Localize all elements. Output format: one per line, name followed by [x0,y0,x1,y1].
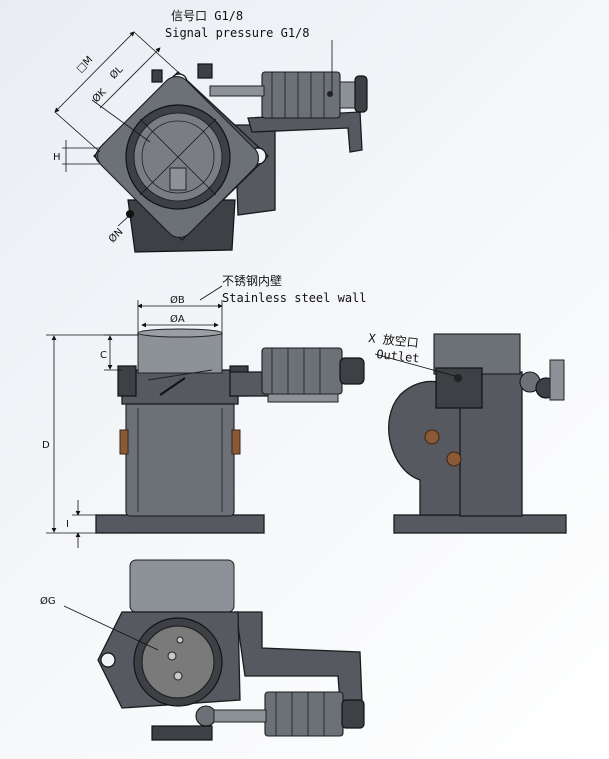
dim-i: I [66,519,69,530]
signal-label-cn: 信号口 G1/8 [171,9,243,23]
bottom-view-dimensions: ØG [40,595,159,651]
dim-dia-l: ØL [107,63,125,81]
dim-d: D [42,440,50,451]
top-view [93,63,368,253]
dim-dia-n: ØN [106,226,125,245]
side-view-dimensions [374,353,456,377]
dim-h: H [53,152,61,163]
front-view [95,328,365,534]
bottom-view [97,559,365,741]
front-view-dimensions: ØB ØA C D I [42,285,223,548]
dim-dia-b: ØB [170,294,185,306]
side-view [388,333,567,534]
outlet-label-cn: X 放空口 [368,330,420,350]
wall-label-cn: 不锈钢内壁 [222,273,282,288]
dim-c: C [100,350,107,361]
wall-label-en: Stainless steel wall [222,291,367,305]
outlet-label-en: Outlet [376,347,421,365]
dim-square-m: □M [75,54,96,75]
dim-dia-a: ØA [170,313,185,325]
signal-label-en: Signal pressure G1/8 [165,26,310,40]
dim-dia-g: ØG [40,595,56,607]
